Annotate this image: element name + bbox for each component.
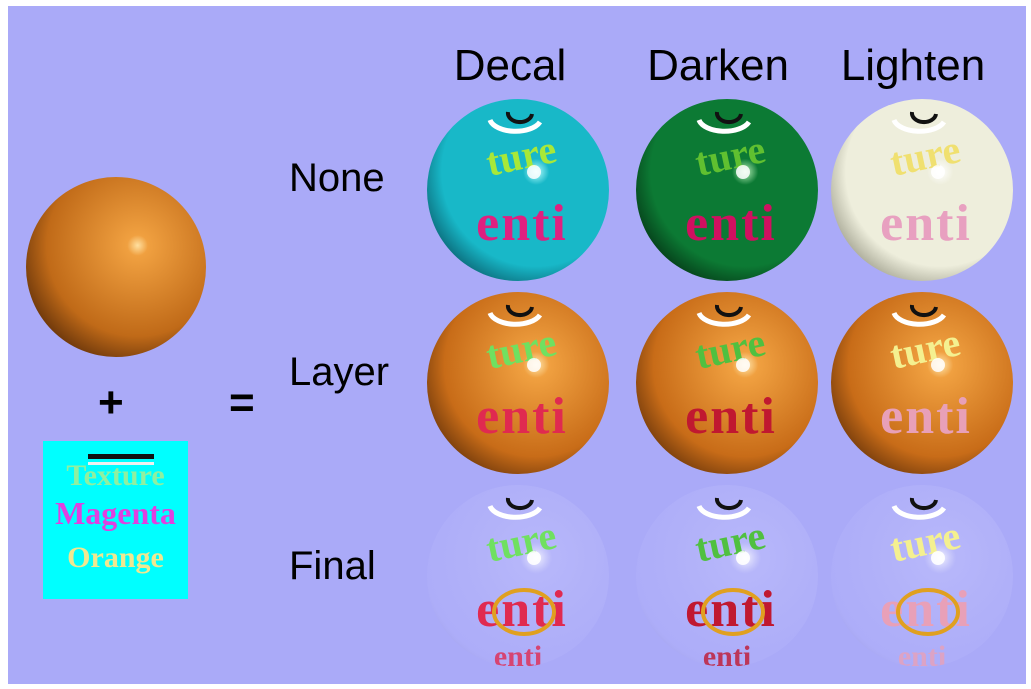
swatch-bar [88, 454, 154, 459]
svg-text:enti: enti [880, 388, 972, 445]
svg-text:enti: enti [703, 640, 751, 673]
swatch-text-orange: Orange [67, 541, 164, 574]
column-header-darken: Darken [647, 41, 789, 90]
swatch-text-texture: Texture [66, 459, 165, 492]
svg-text:enti: enti [685, 195, 777, 252]
svg-text:enti: enti [476, 388, 568, 445]
column-header-lighten: Lighten [840, 41, 986, 90]
svg-text:enti: enti [880, 195, 972, 252]
texture-swatch: Texture Magenta Orange [43, 441, 188, 599]
base-orange-sphere [26, 177, 206, 357]
row-header-final: Final [289, 544, 376, 588]
column-header-decal: Decal [453, 41, 567, 90]
row-header-layer: Layer [289, 350, 390, 394]
svg-text:enti: enti [494, 640, 542, 673]
svg-text:enti: enti [476, 195, 568, 252]
row-header-none: None [289, 156, 385, 200]
equals-sign: = [229, 378, 255, 427]
plus-sign: + [98, 378, 124, 427]
swatch-bar-light [88, 462, 154, 465]
svg-text:enti: enti [685, 388, 777, 445]
svg-text:enti: enti [898, 640, 946, 673]
swatch-text-magenta: Magenta [55, 495, 176, 531]
